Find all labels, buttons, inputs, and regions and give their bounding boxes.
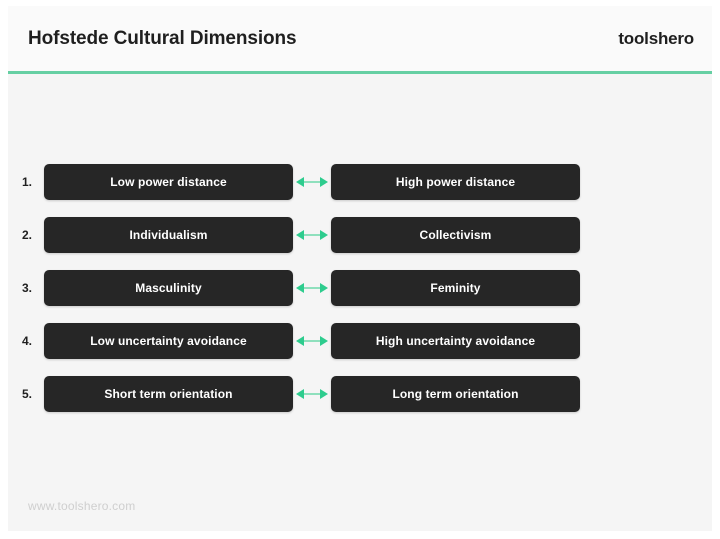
brand-logo: toolshero — [618, 28, 694, 48]
left-pole-box[interactable]: Low uncertainty avoidance — [44, 323, 293, 359]
dimension-row: 4. Low uncertainty avoidance High uncert… — [8, 323, 712, 359]
right-pole-box[interactable]: Collectivism — [331, 217, 580, 253]
diagram-canvas: 1. Low power distance High power distanc… — [8, 74, 712, 531]
header-divider — [8, 71, 712, 74]
left-pole-label: Low uncertainty avoidance — [90, 334, 247, 348]
footer-url[interactable]: www.toolshero.com — [28, 499, 136, 513]
double-headed-arrow-icon — [296, 389, 328, 399]
connector — [293, 176, 331, 188]
right-pole-box[interactable]: High uncertainty avoidance — [331, 323, 580, 359]
row-number: 2. — [21, 228, 32, 242]
dimension-row: 3. Masculinity Feminity — [8, 270, 712, 306]
header: Hofstede Cultural Dimensions toolshero — [8, 6, 712, 71]
connector — [293, 282, 331, 294]
row-number: 4. — [21, 334, 32, 348]
page-title: Hofstede Cultural Dimensions — [28, 27, 297, 49]
double-headed-arrow-icon — [296, 177, 328, 187]
right-pole-label: Feminity — [430, 281, 481, 295]
row-number: 5. — [21, 387, 32, 401]
right-pole-box[interactable]: Feminity — [331, 270, 580, 306]
right-pole-box[interactable]: High power distance — [331, 164, 580, 200]
row-number: 1. — [21, 175, 32, 189]
right-pole-label: Long term orientation — [392, 387, 519, 401]
left-pole-label: Masculinity — [135, 281, 202, 295]
connector — [293, 388, 331, 400]
dimension-row: 5. Short term orientation Long term orie… — [8, 376, 712, 412]
left-pole-label: Low power distance — [110, 175, 227, 189]
double-headed-arrow-icon — [296, 230, 328, 240]
dimensions-list: 1. Low power distance High power distanc… — [8, 164, 712, 412]
right-pole-label: Collectivism — [419, 228, 492, 242]
dimension-row: 2. Individualism Collectivism — [8, 217, 712, 253]
left-pole-box[interactable]: Short term orientation — [44, 376, 293, 412]
left-pole-label: Individualism — [129, 228, 208, 242]
left-pole-box[interactable]: Individualism — [44, 217, 293, 253]
left-pole-box[interactable]: Masculinity — [44, 270, 293, 306]
right-pole-label: High power distance — [395, 175, 516, 189]
dimension-row: 1. Low power distance High power distanc… — [8, 164, 712, 200]
double-headed-arrow-icon — [296, 283, 328, 293]
double-headed-arrow-icon — [296, 336, 328, 346]
connector — [293, 229, 331, 241]
connector — [293, 335, 331, 347]
left-pole-label: Short term orientation — [104, 387, 233, 401]
right-pole-box[interactable]: Long term orientation — [331, 376, 580, 412]
left-pole-box[interactable]: Low power distance — [44, 164, 293, 200]
row-number: 3. — [21, 281, 32, 295]
right-pole-label: High uncertainty avoidance — [375, 334, 536, 348]
